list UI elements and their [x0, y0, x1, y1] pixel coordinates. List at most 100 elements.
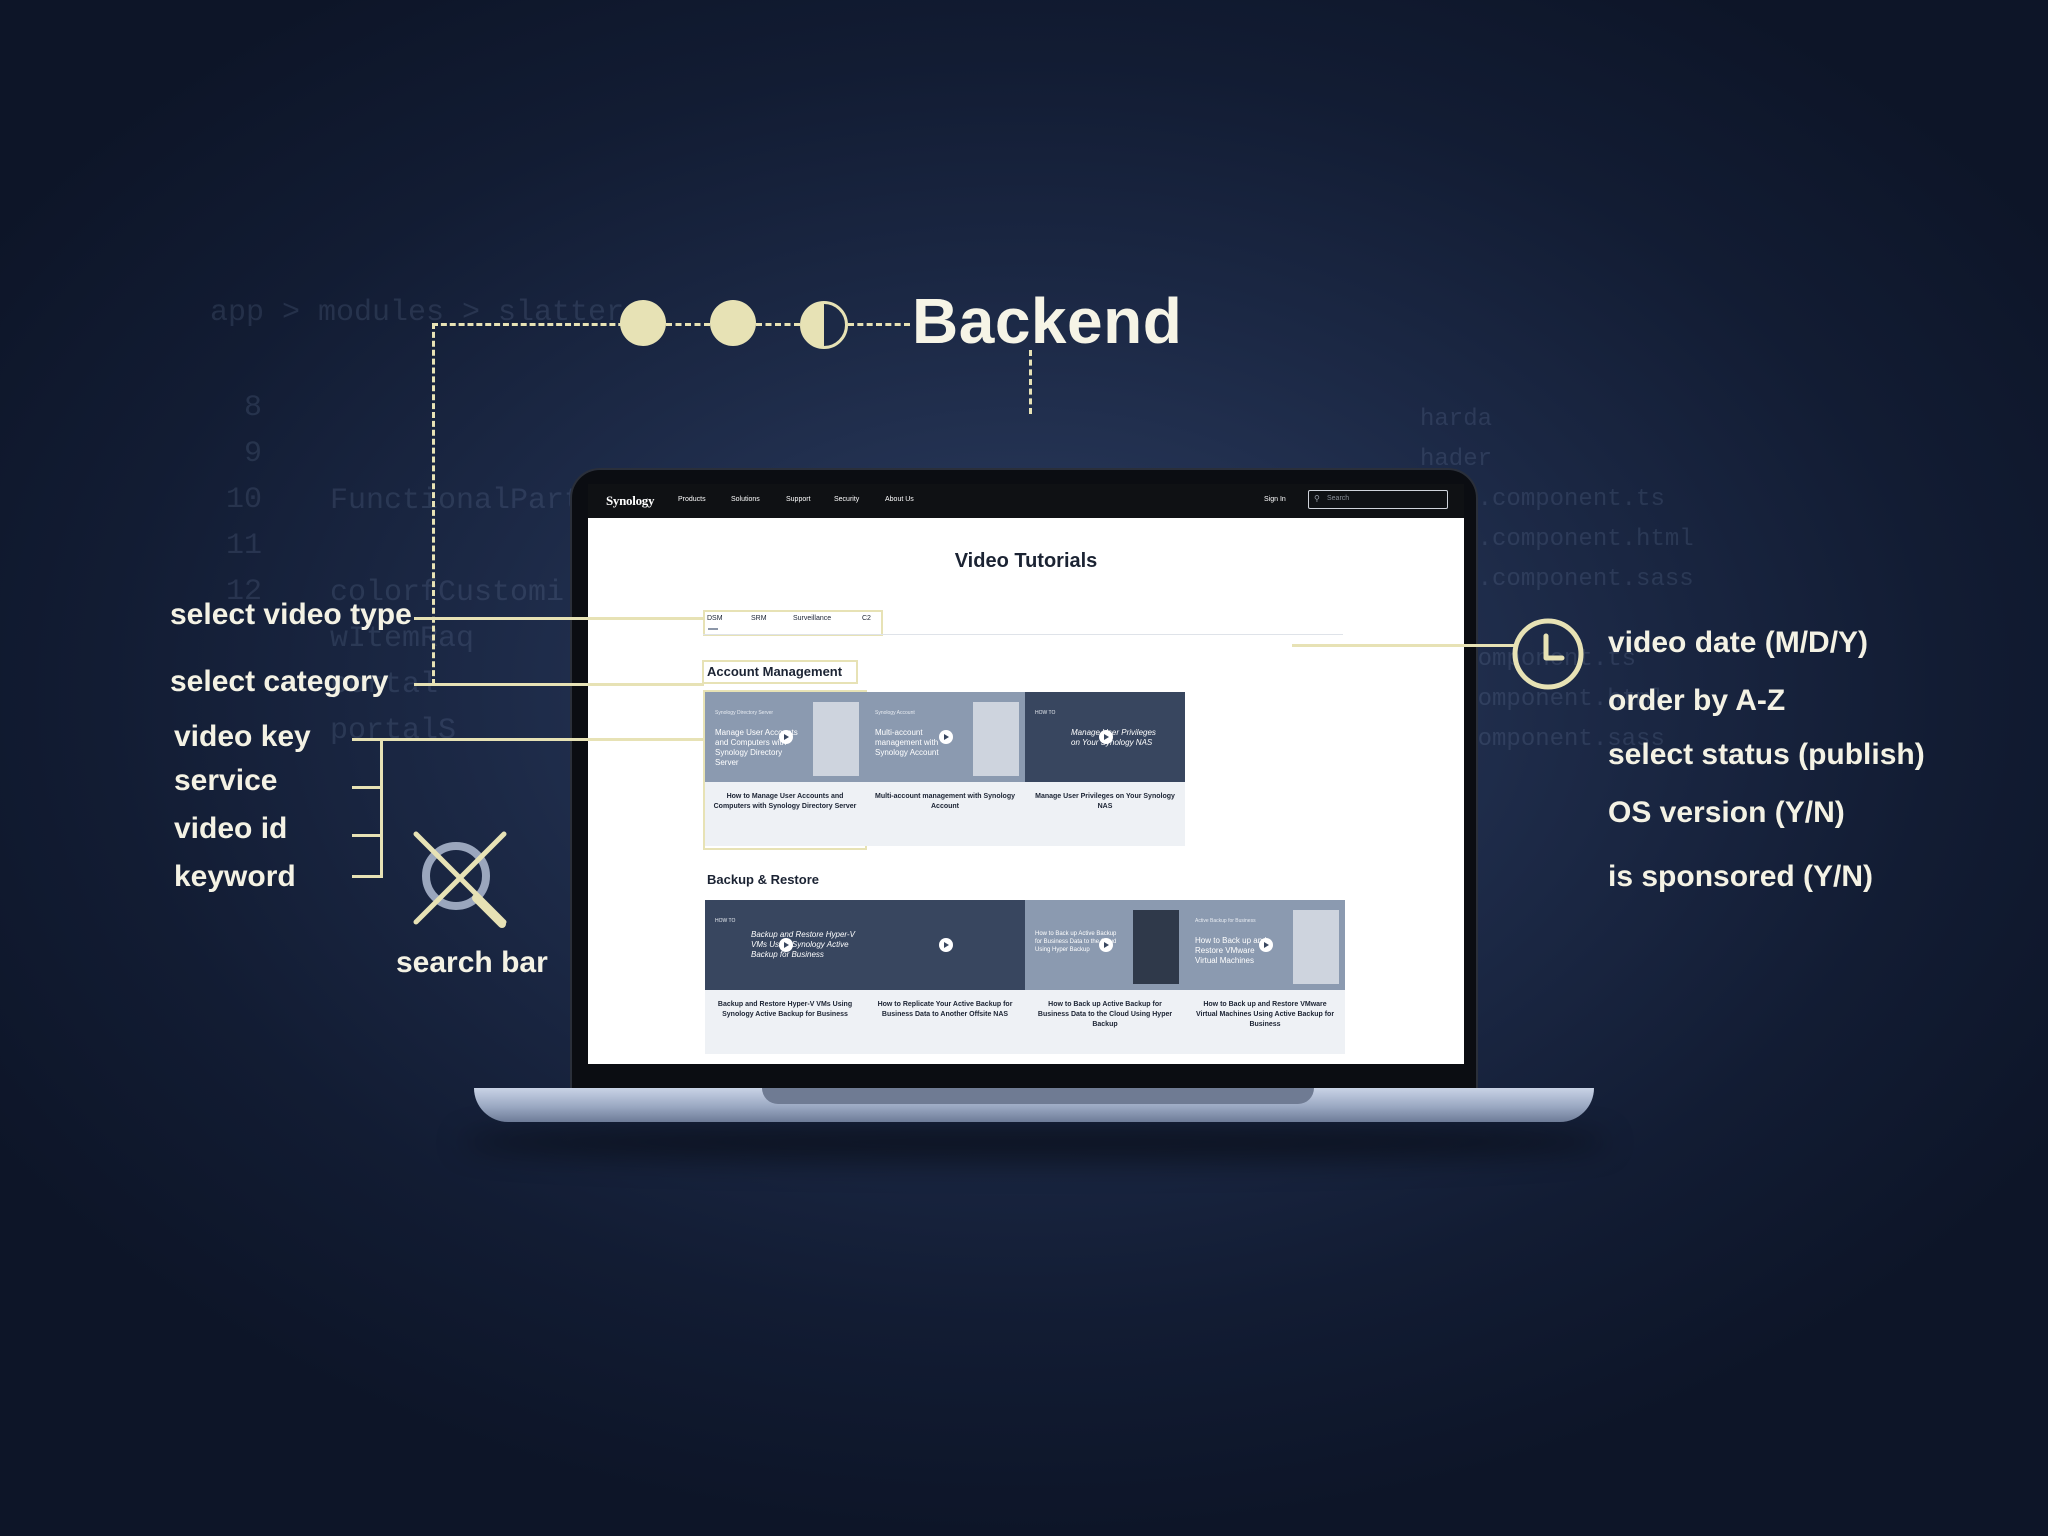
thumbnail-kicker: HOW TO	[715, 918, 736, 924]
play-icon[interactable]	[1099, 938, 1113, 952]
video-card[interactable]: Active Backup for Business How to Back u…	[1185, 900, 1345, 1054]
laptop-shadow	[460, 1122, 1610, 1162]
thumbnail-panel	[973, 702, 1019, 776]
code-line: FunctionalPart	[330, 484, 583, 518]
thumbnail-title: Manage User Accounts and Computers with …	[715, 728, 798, 767]
tab-dsm[interactable]: DSM	[707, 615, 723, 622]
annotation-line	[414, 617, 704, 620]
code-line: harda	[1420, 406, 1493, 433]
tab-surveillance[interactable]: Surveillance	[793, 615, 832, 622]
background-code-left: app > modules > slatter	[210, 290, 624, 336]
code-line: portalS	[330, 714, 457, 748]
dashed-connector	[1029, 350, 1032, 414]
thumbnail-panel	[1293, 910, 1339, 984]
annotation-line	[414, 683, 704, 686]
thumbnail-title: How to Back up Active Backup for Busines…	[1035, 931, 1117, 953]
background-code-left-body: FunctionalPart colorfCustomi wItemRaq po…	[330, 478, 582, 754]
nav-about-us[interactable]: About Us	[885, 496, 914, 503]
annotation-order: order by A-Z	[1608, 684, 1786, 717]
thumbnail-title: Manage User Privileges on Your Synology …	[1071, 728, 1156, 747]
search-placeholder: Search	[1327, 495, 1350, 502]
play-icon[interactable]	[1099, 730, 1113, 744]
code-line: wItemRaq	[330, 622, 475, 656]
video-caption[interactable]: How to Back up Active Backup for Busines…	[1037, 1001, 1173, 1028]
play-icon[interactable]	[779, 938, 793, 952]
play-icon[interactable]	[779, 730, 793, 744]
thumbnail-panel	[1133, 910, 1179, 984]
search-icon: ⚲	[1314, 494, 1320, 503]
progress-dot-full	[710, 300, 756, 346]
annotation-video-date: video date (M/D/Y)	[1608, 626, 1869, 659]
thumbnail-kicker: Synology Account	[875, 710, 915, 716]
site-navbar: Synology Products Solutions Support Secu…	[588, 484, 1464, 518]
dashed-connector	[432, 323, 435, 685]
category-highlight	[702, 660, 858, 684]
video-caption[interactable]: Backup and Restore Hyper-V VMs Using Syn…	[717, 1001, 853, 1018]
tab-c2[interactable]: C2	[862, 615, 871, 622]
video-thumbnail[interactable]: Active Backup for Business How to Back u…	[1185, 900, 1345, 990]
video-card[interactable]: Synology Directory Server Manage User Ac…	[705, 692, 865, 846]
annotation-os-version: OS version (Y/N)	[1608, 796, 1845, 829]
video-thumbnail[interactable]: Synology Account Multi-account managemen…	[865, 692, 1025, 782]
thumbnail-kicker: Synology Directory Server	[715, 710, 774, 716]
video-thumbnail[interactable]: Synology Directory Server Manage User Ac…	[705, 692, 865, 782]
category-title: Backup & Restore	[707, 872, 819, 887]
code-line: app > modules > slatter	[210, 296, 625, 330]
code-line-number: 8	[243, 391, 262, 425]
sign-in-link[interactable]: Sign In	[1264, 496, 1286, 503]
dashed-connector	[848, 323, 910, 326]
dashed-connector	[756, 323, 800, 326]
laptop-screen: Synology Products Solutions Support Secu…	[588, 484, 1464, 1064]
thumbnail-kicker: Active Backup for Business	[1195, 918, 1256, 924]
annotation-keyword: keyword	[174, 860, 296, 893]
video-card[interactable]: HOW TO Manage User Privileges on Your Sy…	[1025, 692, 1185, 846]
video-caption[interactable]: Manage User Privileges on Your Synology …	[1035, 793, 1175, 810]
tab-srm[interactable]: SRM	[751, 615, 767, 622]
active-tab-indicator	[708, 628, 718, 630]
code-line-number: 9	[243, 437, 262, 471]
nav-solutions[interactable]: Solutions	[731, 496, 760, 503]
video-card[interactable]: How to Replicate Your Active Backup for …	[865, 900, 1025, 1054]
video-card[interactable]: How to Back up Active Backup for Busines…	[1025, 900, 1185, 1054]
play-icon[interactable]	[939, 938, 953, 952]
video-card[interactable]: Synology Account Multi-account managemen…	[865, 692, 1025, 846]
annotation-status: select status (publish)	[1608, 738, 1925, 771]
progress-dot-half-icon	[800, 301, 848, 349]
nav-support[interactable]: Support	[786, 496, 811, 503]
video-caption[interactable]: How to Back up and Restore VMware Virtua…	[1195, 1001, 1335, 1028]
tabs-divider	[703, 634, 1343, 635]
thumbnail-title: How to Back up and Restore VMware Virtua…	[1195, 936, 1267, 965]
search-input[interactable]: ⚲ Search	[1308, 490, 1448, 509]
video-caption[interactable]: How to Replicate Your Active Backup for …	[877, 1001, 1013, 1018]
category-title: Account Management	[707, 664, 843, 679]
nav-products[interactable]: Products	[678, 496, 706, 503]
annotation-line	[1292, 644, 1514, 647]
dashed-connector	[666, 323, 710, 326]
annotation-video-key: video key	[174, 720, 311, 753]
video-caption[interactable]: How to Manage User Accounts and Computer…	[713, 793, 857, 810]
dashed-connector	[432, 323, 642, 326]
annotation-select-video-type: select video type	[170, 598, 412, 631]
annotation-line	[352, 738, 704, 741]
progress-dot-full	[620, 300, 666, 346]
annotation-service: service	[174, 764, 278, 797]
code-line	[330, 524, 582, 570]
nav-security[interactable]: Security	[834, 496, 860, 503]
play-icon[interactable]	[939, 730, 953, 744]
video-caption[interactable]: Multi-account management with Synology A…	[874, 793, 1015, 810]
video-thumbnail[interactable]: How to Back up Active Backup for Busines…	[1025, 900, 1185, 990]
video-thumbnail[interactable]: HOW TO Manage User Privileges on Your Sy…	[1025, 692, 1185, 782]
backend-title: Backend	[912, 285, 1183, 357]
annotation-select-category: select category	[170, 665, 389, 698]
video-thumbnail[interactable]	[865, 900, 1025, 990]
annotation-search-bar: search bar	[396, 946, 548, 979]
play-icon[interactable]	[1259, 938, 1273, 952]
clock-icon	[1512, 618, 1584, 690]
thumbnail-kicker: HOW TO	[1035, 710, 1056, 716]
code-line-number: 10	[225, 483, 262, 517]
synology-logo[interactable]: Synology	[606, 493, 655, 508]
search-bar-crossed-icon	[413, 831, 507, 928]
annotation-sponsored: is sponsored (Y/N)	[1608, 860, 1874, 893]
video-card[interactable]: HOW TO Backup and Restore Hyper-V VMs Us…	[705, 900, 865, 1054]
video-thumbnail[interactable]: HOW TO Backup and Restore Hyper-V VMs Us…	[705, 900, 865, 990]
